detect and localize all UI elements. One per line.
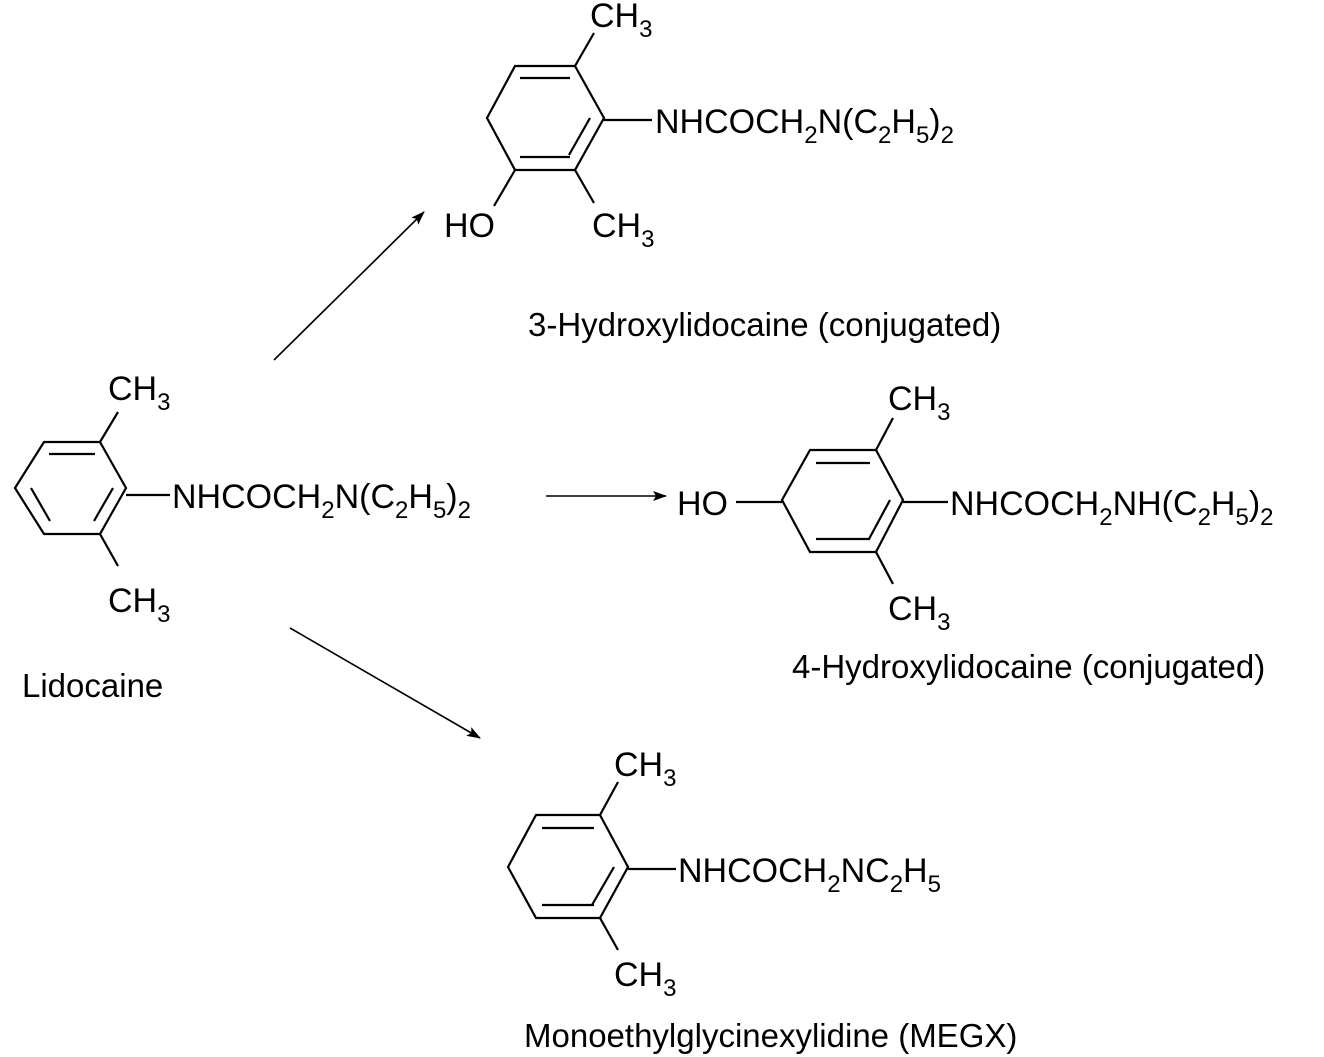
- hydroxy4-methyl-top-label: CH3: [888, 380, 950, 426]
- lidocaine-methyl-top-label: CH3: [108, 370, 170, 416]
- hydroxy3-methyl-bond-top: [574, 32, 595, 67]
- megx-side-chain-label: NHCOCH2NC2H5: [678, 852, 941, 898]
- megx-methyl-bond-top: [599, 781, 619, 816]
- hydroxy4-benzene-ring: [780, 448, 905, 554]
- hydroxy3-methyl-bond-bottom: [574, 169, 595, 204]
- hydroxy3-benzene-ring: [485, 64, 606, 172]
- hydroxy4-methyl-bottom-label: CH3: [888, 590, 950, 636]
- lidocaine-structure: CH3 CH3 NHCOCH2N(C2H5)2 Lidocaine: [13, 370, 471, 704]
- megx-benzene-ring: [506, 813, 630, 920]
- lidocaine-methyl-bond-top: [99, 411, 119, 443]
- lidocaine-name-label: Lidocaine: [22, 667, 163, 704]
- arrow-to-megx: [289, 627, 481, 739]
- megx-structure: CH3 CH3 NHCOCH2NC2H5 Monoethylglycinexyl…: [506, 746, 1017, 1054]
- arrow-to-3-hydroxylidocaine: [273, 211, 425, 361]
- hydroxy4-structure: CH3 CH3 HO NHCOCH2NH(C2H5)2 4-Hydroxylid…: [677, 380, 1274, 685]
- hydroxy4-methyl-bond-bottom: [875, 551, 894, 585]
- hydroxy3-methyl-bottom-label: CH3: [592, 207, 654, 253]
- hydroxy4-hydroxyl-label: HO: [677, 485, 728, 523]
- hydroxy3-side-chain-label: NHCOCH2N(C2H5)2: [655, 103, 954, 149]
- hydroxy3-hydroxyl-label: HO: [444, 207, 495, 245]
- megx-methyl-bottom-label: CH3: [614, 956, 676, 1002]
- lidocaine-methyl-bond-bottom: [99, 533, 119, 567]
- megx-methyl-top-label: CH3: [614, 746, 676, 792]
- hydroxy4-name-label: 4-Hydroxylidocaine (conjugated): [792, 648, 1265, 685]
- hydroxy3-methyl-top-label: CH3: [590, 0, 652, 43]
- hydroxy3-structure: CH3 CH3 HO NHCOCH2N(C2H5)2 3-Hydroxylido…: [444, 0, 1001, 343]
- megx-methyl-bond-bottom: [599, 917, 619, 951]
- hydroxy4-side-chain-label: NHCOCH2NH(C2H5)2: [950, 485, 1274, 531]
- megx-name-label: Monoethylglycinexylidine (MEGX): [524, 1017, 1017, 1054]
- hydroxy3-hydroxyl-bond: [493, 169, 516, 207]
- hydroxy3-name-label: 3-Hydroxylidocaine (conjugated): [528, 306, 1001, 343]
- lidocaine-benzene-ring: [13, 440, 128, 536]
- lidocaine-side-chain-label: NHCOCH2N(C2H5)2: [172, 478, 471, 524]
- hydroxy4-methyl-bond-top: [875, 417, 894, 451]
- lidocaine-methyl-bottom-label: CH3: [108, 582, 170, 628]
